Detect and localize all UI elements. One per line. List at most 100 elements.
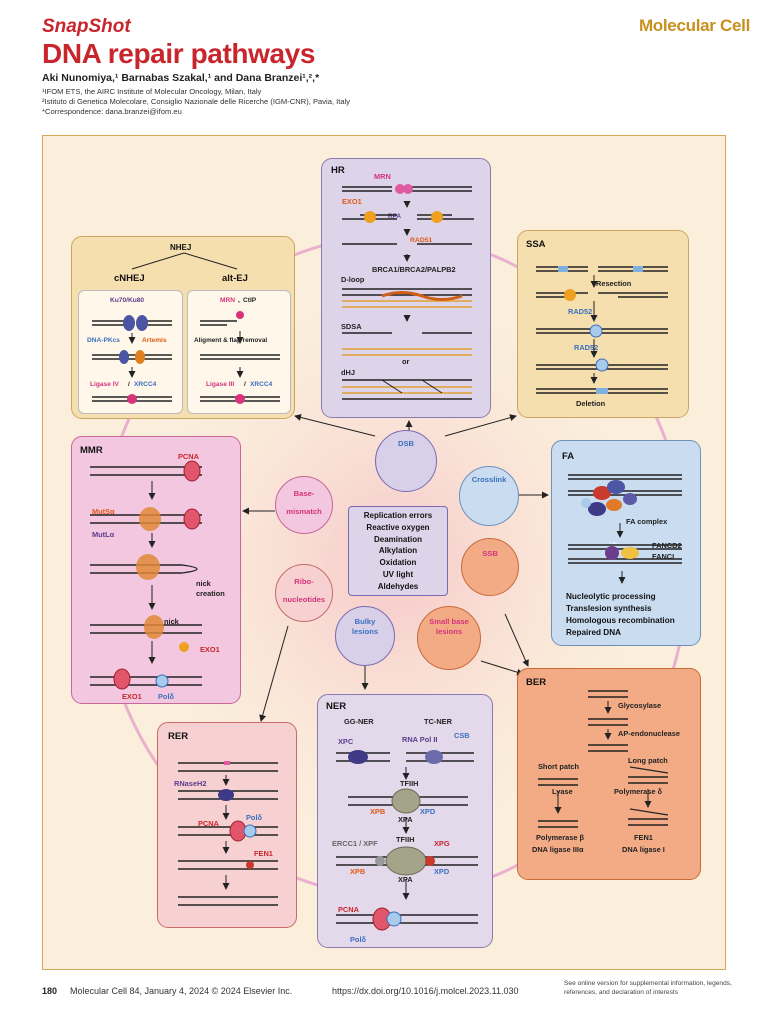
author-list: Aki Nunomiya,¹ Barnabas Szakal,¹ and Dan… xyxy=(42,72,320,84)
ner-diagram xyxy=(336,750,478,931)
damage-source-item: Alkylation xyxy=(378,546,418,556)
gg-ner-label: GG-NER xyxy=(344,717,374,726)
xpb-label-2: XPB xyxy=(350,867,366,876)
ssb-label: SSB xyxy=(482,549,498,558)
dsb-lesion: DSB xyxy=(375,430,437,492)
cnhej-title: cNHEJ xyxy=(114,273,145,284)
ner-panel: NER GG-NER TC-NER XPC RNA Pol II CSB TFI… xyxy=(317,694,493,948)
ribo-label: Ribo-nucleotides xyxy=(282,577,326,604)
polymerase-delta-label: Polymerase δ xyxy=(614,787,663,796)
crosslink-label: Crosslink xyxy=(471,475,507,484)
mmr-panel: MMR PCNA MutSα MutLα nick creation nick … xyxy=(71,436,241,704)
fen1-label: FEN1 xyxy=(634,833,653,842)
short-patch-label: Short patch xyxy=(538,762,580,771)
rer-title: RER xyxy=(168,731,189,742)
glycosylase-label: Glycosylase xyxy=(618,701,662,710)
mmr-diagram xyxy=(90,460,202,690)
nick-label: nick xyxy=(164,617,179,626)
fa-outcome-item: Nucleolytic processing xyxy=(566,592,656,601)
rer-pcna-label: PCNA xyxy=(198,819,219,828)
rer-diagram xyxy=(178,761,278,906)
dnapkcs-label: DNA-PKcs xyxy=(87,337,120,344)
damage-source-item: Deamination xyxy=(373,534,422,544)
xpg-label: XPG xyxy=(434,839,450,848)
nhej-slash-1: / xyxy=(128,381,130,388)
altej-title: alt-EJ xyxy=(222,273,248,284)
tc-ner-label: TC-NER xyxy=(424,717,452,726)
fa-diagram xyxy=(568,474,682,584)
dsb-label: DSB xyxy=(397,439,415,448)
mmr-title: MMR xyxy=(80,445,103,456)
citation: Molecular Cell 84, January 4, 2024 © 202… xyxy=(70,986,293,996)
bulky-label: Bulky lesions xyxy=(351,617,379,636)
xpd-label-2: XPD xyxy=(434,867,450,876)
journal-name: Molecular Cell xyxy=(638,16,750,35)
ber-title: BER xyxy=(526,677,547,688)
affiliation-1: ¹IFOM ETS, the AIRC Institute of Molecul… xyxy=(42,87,262,96)
fa-outcome-item: Homologous recombination xyxy=(566,616,675,625)
polymerase-beta-label: Polymerase β xyxy=(536,833,585,842)
mmr-exo1-label-2: EXO1 xyxy=(122,692,142,701)
ber-panel: BER Glycosylase AP-endonuclease Short pa… xyxy=(517,668,701,880)
supplemental-note: See online version for supplemental info… xyxy=(564,980,732,996)
ap-endonuclease-label: AP-endonuclease xyxy=(618,729,681,738)
xpb-label-1: XPB xyxy=(370,807,386,816)
ctip-label: CtIP xyxy=(243,297,257,304)
bulky-lesion: Bulky lesions xyxy=(335,606,395,666)
dna-ligase-1-label: DNA ligase I xyxy=(622,845,665,854)
damage-source-item: Reactive oxygen xyxy=(366,522,430,532)
ssb-lesion: SSB xyxy=(461,538,519,596)
nhej-panel: NHEJ cNHEJ alt-EJ Ku70/Ku80 DNA-PKcs Art… xyxy=(71,236,295,419)
resection-label: Resection xyxy=(596,279,632,288)
small-base-label: Small base lesions xyxy=(429,617,469,636)
ligase3-label: Ligase III xyxy=(206,381,235,388)
dna-ligase-3-label: DNA ligase IIIα xyxy=(532,845,584,854)
damage-source-item: Replication errors xyxy=(363,511,433,520)
tfiih-label-1: TFIIH xyxy=(400,779,419,788)
artemis-label: Artemis xyxy=(142,337,167,344)
rer-pol-label: Polδ xyxy=(246,813,262,822)
damage-sources-box: Replication errors Reactive oxygen Deami… xyxy=(348,506,448,596)
figure-frame: HR MRN EXO1 RPA RAD51 BRCA1/BRCA2/PALPB2… xyxy=(42,135,726,970)
lyase-label: Lyase xyxy=(552,787,573,796)
fa-complex-label: FA complex xyxy=(626,517,668,526)
mmr-exo1-label: EXO1 xyxy=(200,645,220,654)
affiliation-2: ²Istituto di Genetica Molecolare, Consig… xyxy=(42,97,351,106)
xrcc4-label: XRCC4 xyxy=(134,381,157,388)
mmr-pcna-label: PCNA xyxy=(178,452,199,461)
nhej-comma: , xyxy=(238,297,240,304)
ber-diagram xyxy=(538,690,669,828)
ner-pcna-label: PCNA xyxy=(338,905,359,914)
long-patch-label: Long patch xyxy=(628,756,668,765)
hr-sdsa-label: SDSA xyxy=(341,322,362,331)
rna-pol-label: RNA Pol II xyxy=(402,735,438,744)
page-number: 180 xyxy=(42,986,58,996)
xpd-label-1: XPD xyxy=(420,807,436,816)
hr-panel: HR MRN EXO1 RPA RAD51 BRCA1/BRCA2/PALPB2… xyxy=(321,158,491,418)
rer-fen1-label: FEN1 xyxy=(254,849,273,858)
rad52-label-2: RAD52 xyxy=(574,343,599,352)
crosslink-lesion: Crosslink xyxy=(459,466,519,526)
rer-panel: RER RNaseH2 PCNA Polδ FEN1 xyxy=(157,722,297,928)
fa-outcome-item: Translesion synthesis xyxy=(566,604,652,613)
rad52-label-1: RAD52 xyxy=(568,307,593,316)
fa-outcome-item: Repaired DNA xyxy=(566,628,622,637)
fa-outcome-list: Nucleolytic processing Translesion synth… xyxy=(566,591,675,639)
nhej-slash-2: / xyxy=(244,381,246,388)
nhej-title: NHEJ xyxy=(170,243,192,252)
xpa-label-2: XPA xyxy=(398,875,413,884)
doi-link[interactable]: https://dx.doi.org/10.1016/j.molcel.2023… xyxy=(332,986,519,996)
fa-panel: FA FA complex FANCD2 FANCI Ub Nucleolyti… xyxy=(551,440,701,646)
ribo-lesion: Ribo-nucleotides xyxy=(275,564,333,622)
mismatch-label: Base-mismatch xyxy=(286,489,322,516)
hr-rpa-label: RPA xyxy=(388,213,402,220)
hr-rad51-label: RAD51 xyxy=(410,237,433,244)
csb-label: CSB xyxy=(454,731,470,740)
ssa-title: SSA xyxy=(526,239,546,250)
mutla-label: MutLα xyxy=(92,530,115,539)
tfiih-label-2: TFIIH xyxy=(396,835,415,844)
ner-title: NER xyxy=(326,701,347,712)
fanci-label: FANCI xyxy=(652,552,675,561)
hr-dhj-label: dHJ xyxy=(341,368,355,377)
page-title: DNA repair pathways xyxy=(42,38,316,69)
